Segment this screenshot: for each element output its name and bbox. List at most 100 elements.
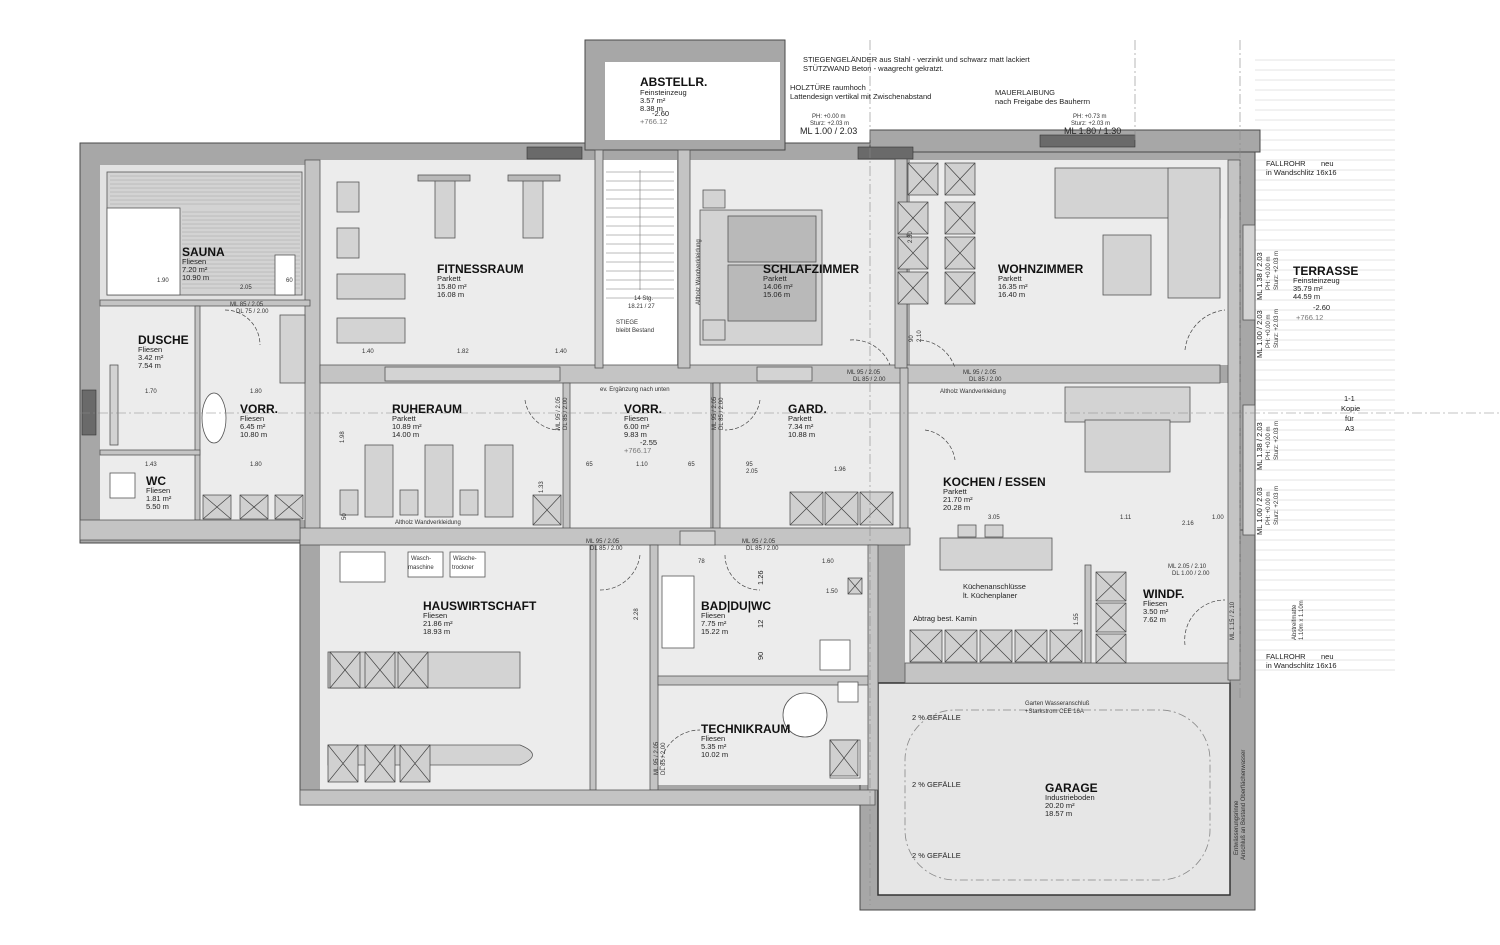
svg-text:18.21 / 27: 18.21 / 27 [628,304,655,310]
svg-text:-2.60: -2.60 [1313,303,1330,312]
svg-text:50: 50 [342,513,348,520]
svg-text:neu: neu [1321,652,1334,661]
svg-text:DUSCHE: DUSCHE [138,333,189,347]
svg-text:ML 1.15 / 2.10: ML 1.15 / 2.10 [1230,601,1236,640]
svg-text:Altholz Wandverkleidung: Altholz Wandverkleidung [940,389,1006,395]
svg-text:7.75 m²: 7.75 m² [701,619,727,628]
svg-text:PH: +0.00 m: PH: +0.00 m [1266,256,1272,290]
svg-text:DL 85 / 2.00: DL 85 / 2.00 [590,546,623,552]
room-wc: WC Fliesen 1.81 m² 5.50 m [146,474,172,511]
note-holz-1: HOLZTÜRE raumhoch [790,83,866,92]
svg-text:DL 85 / 2.00: DL 85 / 2.00 [969,377,1002,383]
note-holz-2: Lattendesign vertikal mit Zwischenabstan… [790,92,931,101]
svg-text:ML 95 / 2.05: ML 95 / 2.05 [742,539,776,545]
svg-text:1.90: 1.90 [157,278,169,284]
svg-text:8.38 m: 8.38 m [640,104,663,113]
svg-text:15.80 m²: 15.80 m² [437,282,467,291]
svg-text:2 % GEFÄLLE: 2 % GEFÄLLE [912,713,961,722]
opening-ml-2: ML 1.80 / 1.30 [1064,126,1121,136]
note-mauer-2: nach Freigabe des Bauherrn [995,97,1090,106]
svg-text:Feinsteinzeug: Feinsteinzeug [1293,276,1340,285]
svg-text:3.42 m²: 3.42 m² [138,353,164,362]
svg-text:3.57 m²: 3.57 m² [640,96,666,105]
svg-text:1.80: 1.80 [250,462,262,468]
svg-text:ML 95 / 2.05: ML 95 / 2.05 [654,741,660,775]
room-vorr-2: VORR. Fliesen 6.00 m² 9.83 m -2.55 +766.… [624,402,662,455]
svg-text:Fliesen: Fliesen [701,611,725,620]
svg-text:DL 85 / 2.00: DL 85 / 2.00 [746,546,779,552]
svg-text:Parkett: Parkett [998,274,1023,283]
svg-text:2.28: 2.28 [634,608,640,620]
svg-text:VORR.: VORR. [240,402,278,416]
svg-text:Parkett: Parkett [437,274,462,283]
dimensions: 1.90 60 2.05 1.40 1.82 1.40 1.70 1.80 1.… [145,231,1224,660]
room-kochen: KOCHEN / ESSEN Parkett 21.70 m² 20.28 m [943,475,1046,512]
svg-text:1.10: 1.10 [636,462,648,468]
svg-text:3.50 m²: 3.50 m² [1143,607,1169,616]
svg-text:Parkett: Parkett [392,414,417,423]
svg-text:1.96: 1.96 [834,467,846,473]
svg-text:18.57 m: 18.57 m [1045,809,1072,818]
svg-text:in Wandschlitz 16x16: in Wandschlitz 16x16 [1266,661,1337,670]
svg-text:14 Stg.: 14 Stg. [634,296,653,302]
svg-text:ML 95 / 2.05: ML 95 / 2.05 [586,539,620,545]
svg-text:3.05: 3.05 [988,515,1000,521]
svg-text:ML 95 / 2.05: ML 95 / 2.05 [963,370,997,376]
svg-text:1.40: 1.40 [362,349,374,355]
svg-text:35.79 m²: 35.79 m² [1293,284,1323,293]
svg-text:2.16: 2.16 [1182,521,1194,527]
svg-text:FALLROHR: FALLROHR [1266,159,1306,168]
svg-text:6.45 m²: 6.45 m² [240,422,266,431]
svg-text:+766.17: +766.17 [624,446,651,455]
svg-text:10.88 m: 10.88 m [788,430,815,439]
svg-text:PH: +0.00 m: PH: +0.00 m [1266,314,1272,348]
svg-text:STIEGE: STIEGE [616,320,638,326]
svg-text:95: 95 [746,462,753,468]
svg-text:1.40: 1.40 [555,349,567,355]
svg-text:HAUSWIRTSCHAFT: HAUSWIRTSCHAFT [423,599,537,613]
svg-text:+766.12: +766.12 [640,117,667,126]
svg-text:1.70: 1.70 [145,389,157,395]
svg-text:21.86 m²: 21.86 m² [423,619,453,628]
svg-text:Küchenanschlüsse: Küchenanschlüsse [963,582,1026,591]
svg-text:TECHNIKRAUM: TECHNIKRAUM [701,722,790,736]
svg-text:15.06 m: 15.06 m [763,290,790,299]
svg-text:ABSTELLR.: ABSTELLR. [640,75,707,89]
svg-text:1.81 m²: 1.81 m² [146,494,172,503]
svg-text:7.62 m: 7.62 m [1143,615,1166,624]
svg-text:65: 65 [688,462,695,468]
svg-text:10.80 m: 10.80 m [240,430,267,439]
svg-text:Parkett: Parkett [943,487,968,496]
svg-text:Altholz Wandverkleidung: Altholz Wandverkleidung [696,239,702,305]
svg-text:10.02 m: 10.02 m [701,750,728,759]
svg-text:1.00: 1.00 [1212,515,1224,521]
svg-text:16.08 m: 16.08 m [437,290,464,299]
doors [224,309,1226,771]
svg-text:ML 1.38 / 2.03: ML 1.38 / 2.03 [1255,252,1264,300]
svg-text:1.55: 1.55 [1074,613,1080,625]
svg-text:in Wandschlitz 16x16: in Wandschlitz 16x16 [1266,168,1337,177]
svg-text:1.98: 1.98 [340,431,346,443]
svg-text:9.83 m: 9.83 m [624,430,647,439]
room-bad: BAD|DU|WC Fliesen 7.75 m² 15.22 m [701,599,771,636]
svg-text:90: 90 [909,335,915,342]
svg-text:2.30: 2.30 [908,231,914,243]
room-hausw: HAUSWIRTSCHAFT Fliesen 21.86 m² 18.93 m [423,599,537,636]
svg-text:Entwässerungsrinne: Entwässerungsrinne [1234,800,1240,855]
svg-text:60: 60 [286,278,293,284]
svg-text:Fliesen: Fliesen [1143,599,1167,608]
svg-text:ML 1.00 / 2.03: ML 1.00 / 2.03 [1255,487,1264,535]
svg-text:+Starkstrom CEE 16A: +Starkstrom CEE 16A [1025,709,1084,715]
svg-text:12: 12 [756,620,765,628]
svg-text:ML 85 / 2.05: ML 85 / 2.05 [230,302,264,308]
svg-text:78: 78 [698,559,705,565]
room-schlaf: SCHLAFZIMMER Parkett 14.06 m² 15.06 m [763,262,859,299]
svg-text:Garten Wasseranschluß: Garten Wasseranschluß [1025,701,1090,707]
svg-text:WINDF.: WINDF. [1143,587,1184,601]
svg-text:10.90 m: 10.90 m [182,273,209,282]
windows [81,134,1256,546]
svg-text:ML 2.05 / 2.10: ML 2.05 / 2.10 [1168,564,1207,570]
furniture [106,167,1221,881]
svg-text:TERRASSE: TERRASSE [1293,264,1358,278]
